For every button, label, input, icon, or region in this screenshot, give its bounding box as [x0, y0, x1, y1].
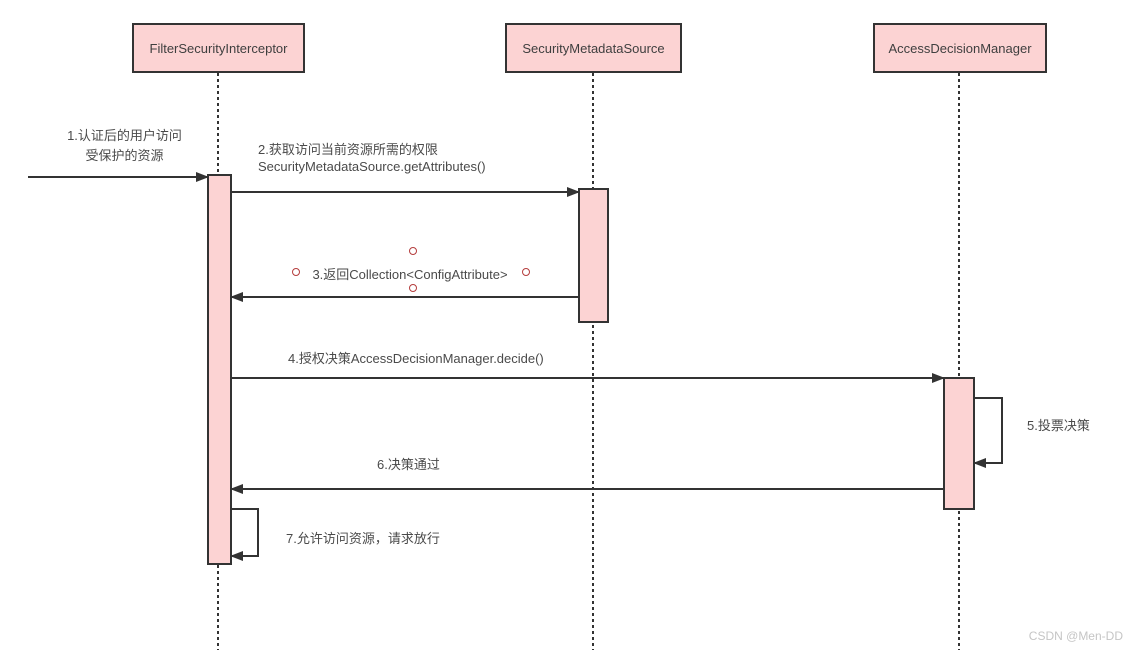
self-message-loop-5[interactable]: [973, 397, 1003, 468]
message-label-1[interactable]: 1.认证后的用户访问 受保护的资源: [34, 126, 215, 166]
message-label-6[interactable]: 6.决策通过: [377, 454, 440, 473]
message-arrow-4[interactable]: [232, 373, 945, 383]
participant-box-security-metadata-source[interactable]: SecurityMetadataSource: [505, 23, 682, 73]
selection-handle-right[interactable]: [522, 268, 530, 276]
watermark: CSDN @Men-DD: [1028, 629, 1123, 643]
activation-bar-filter-security-interceptor[interactable]: [207, 174, 232, 565]
message-label-line: 7.允许访问资源，请求放行: [286, 531, 440, 546]
activation-bar-security-metadata-source[interactable]: [578, 188, 609, 323]
message-label-4[interactable]: 4.授权决策AccessDecisionManager.decide(): [288, 348, 544, 367]
lifeline-access-decision-manager: [958, 73, 960, 650]
self-message-loop-7[interactable]: [230, 508, 259, 561]
message-label-5[interactable]: 5.投票决策: [1027, 415, 1090, 434]
participant-box-filter-security-interceptor[interactable]: FilterSecurityInterceptor: [132, 23, 305, 73]
message-arrow-1[interactable]: [28, 172, 209, 182]
message-arrow-3-return[interactable]: [230, 292, 578, 302]
message-label-line: 6.决策通过: [377, 457, 440, 472]
message-label-line: SecurityMetadataSource.getAttributes(): [258, 159, 486, 174]
message-label-line: 2.获取访问当前资源所需的权限: [258, 142, 438, 157]
message-label-3[interactable]: 3.返回Collection<ConfigAttribute>: [300, 264, 520, 283]
activation-bar-access-decision-manager[interactable]: [943, 377, 975, 510]
selection-handle-top[interactable]: [409, 247, 417, 255]
participant-box-access-decision-manager[interactable]: AccessDecisionManager: [873, 23, 1047, 73]
selection-handle-left[interactable]: [292, 268, 300, 276]
message-label-line: 1.认证后的用户访问: [67, 128, 182, 143]
message-label-line: 4.授权决策AccessDecisionManager.decide(): [288, 351, 544, 366]
message-label-line: 3.返回Collection<ConfigAttribute>: [312, 267, 508, 282]
participant-label: FilterSecurityInterceptor: [149, 40, 288, 56]
message-label-line: 5.投票决策: [1027, 418, 1090, 433]
message-label-line: 受保护的资源: [85, 148, 164, 163]
message-label-7[interactable]: 7.允许访问资源，请求放行: [286, 528, 440, 547]
participant-label: SecurityMetadataSource: [522, 40, 665, 56]
message-label-2[interactable]: 2.获取访问当前资源所需的权限 SecurityMetadataSource.g…: [258, 141, 486, 175]
selection-handle-bottom[interactable]: [409, 284, 417, 292]
lifeline-security-metadata-source: [592, 73, 594, 650]
message-arrow-6-return[interactable]: [230, 484, 943, 494]
message-arrow-2[interactable]: [232, 187, 580, 197]
participant-label: AccessDecisionManager: [888, 40, 1032, 56]
